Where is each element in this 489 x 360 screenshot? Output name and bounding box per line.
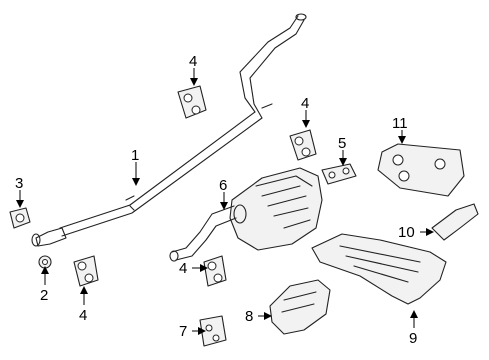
callout-4-middle: 4 <box>301 95 309 112</box>
callout-10: 10 <box>398 224 415 241</box>
callout-3: 3 <box>15 175 23 192</box>
callout-4-bottom-left: 4 <box>79 307 87 324</box>
front-exhaust-pipe <box>31 13 307 247</box>
callout-8: 8 <box>245 308 253 325</box>
muffler-heat-shield <box>269 279 331 335</box>
callout-4-top: 4 <box>189 53 197 70</box>
rubber-hanger-top <box>177 85 207 119</box>
callout-9: 9 <box>409 330 417 347</box>
callout-4-bottom-center: 4 <box>179 260 187 277</box>
muffler-assembly <box>169 167 323 262</box>
callout-7: 7 <box>179 323 187 340</box>
lower-heat-shield <box>311 233 447 305</box>
upper-heat-shield <box>377 143 465 197</box>
callout-11: 11 <box>392 115 408 132</box>
hanger-bracket <box>321 163 357 185</box>
rubber-hanger-bottom-left <box>73 255 99 287</box>
mount-bracket <box>199 315 227 347</box>
callout-6: 6 <box>219 177 227 194</box>
callout-5: 5 <box>338 135 346 152</box>
rubber-hanger-bottom-center <box>203 255 227 287</box>
leader-lines <box>16 68 434 335</box>
callout-1: 1 <box>131 147 139 164</box>
rubber-hanger-middle <box>289 129 317 161</box>
grommet <box>38 255 52 269</box>
heat-shield-bracket <box>431 203 479 241</box>
flange-gasket <box>9 207 31 229</box>
callout-2: 2 <box>40 287 48 304</box>
